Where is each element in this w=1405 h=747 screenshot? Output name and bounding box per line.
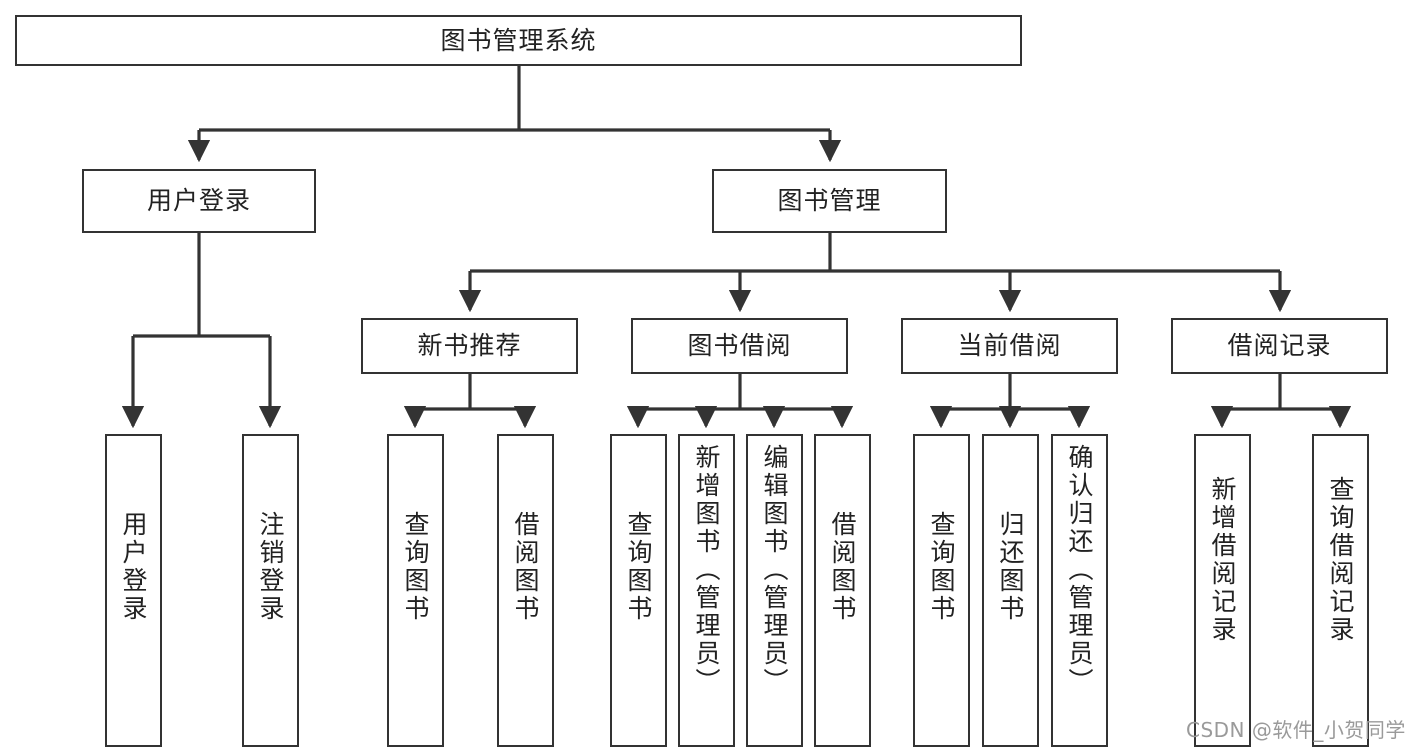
node-book-borrow[interactable]: 图书借阅 [631,318,848,374]
node-label: 新书推荐 [417,331,522,361]
node-label: 注销登录 [256,511,285,623]
node-current-borrow[interactable]: 当前借阅 [901,318,1118,374]
node-user-login[interactable]: 用户登录 [82,169,316,233]
node-leaf-edit-book-admin[interactable]: 编辑图书（管理员） [746,434,803,747]
node-label: 图书借阅 [687,331,792,361]
node-leaf-confirm-return-admin[interactable]: 确认归还（管理员） [1051,434,1108,747]
node-label: 借阅图书 [828,511,857,623]
node-leaf-add-book-admin[interactable]: 新增图书（管理员） [678,434,735,747]
node-label: 新增借阅记录 [1208,476,1237,644]
node-leaf-logout[interactable]: 注销登录 [242,434,299,747]
node-leaf-query-book-borrow[interactable]: 查询图书 [610,434,667,747]
node-label: 图书管理系统 [440,25,597,55]
node-root-book-management-system[interactable]: 图书管理系统 [15,15,1022,66]
node-leaf-query-book-recommend[interactable]: 查询图书 [387,434,444,747]
node-label: 查询图书 [927,511,956,623]
node-label: 图书管理 [777,186,882,216]
node-label: 借阅图书 [511,511,540,623]
node-book-management[interactable]: 图书管理 [712,169,947,233]
node-label: 新增图书（管理员） [692,444,721,696]
node-label: 编辑图书（管理员） [760,444,789,696]
node-label: 用户登录 [119,511,148,623]
node-leaf-borrow-book[interactable]: 借阅图书 [814,434,871,747]
node-borrow-record[interactable]: 借阅记录 [1171,318,1388,374]
node-label: 查询借阅记录 [1326,476,1355,644]
node-leaf-add-borrow-record[interactable]: 新增借阅记录 [1194,434,1251,747]
node-label: 用户登录 [146,186,251,216]
node-label: 当前借阅 [957,331,1062,361]
node-new-book-recommend[interactable]: 新书推荐 [361,318,578,374]
node-leaf-return-book[interactable]: 归还图书 [982,434,1039,747]
node-leaf-query-book-current[interactable]: 查询图书 [913,434,970,747]
node-label: 查询图书 [401,511,430,623]
node-label: 归还图书 [996,511,1025,623]
node-label: 确认归还（管理员） [1065,444,1094,696]
csdn-watermark: CSDN @软件_小贺同学 [1186,718,1405,742]
node-label: 借阅记录 [1227,331,1332,361]
node-label: 查询图书 [624,511,653,623]
node-leaf-user-login[interactable]: 用户登录 [105,434,162,747]
node-leaf-query-borrow-record[interactable]: 查询借阅记录 [1312,434,1369,747]
node-leaf-borrow-book-recommend[interactable]: 借阅图书 [497,434,554,747]
